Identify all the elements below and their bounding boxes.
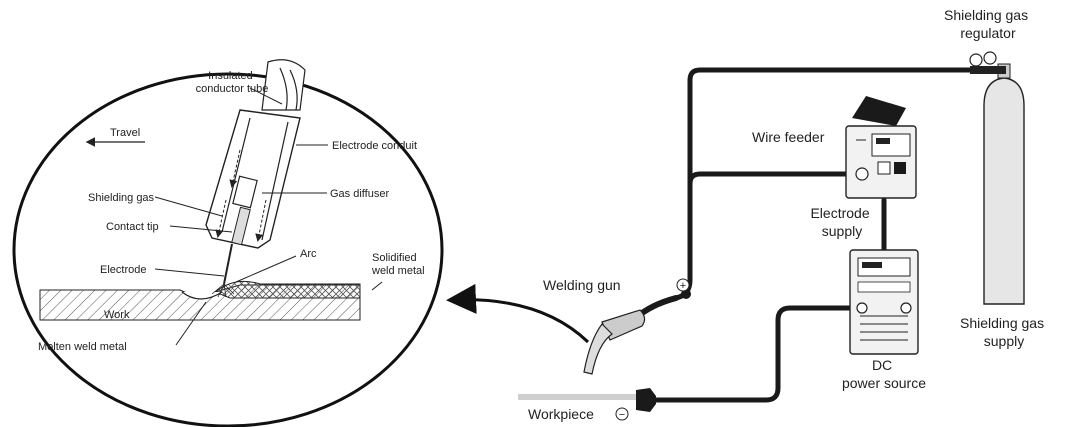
gas-diffuser-part	[232, 175, 258, 209]
label-wire-feeder: Wire feeder	[752, 129, 825, 145]
label-insulated-conductor-tube: Insulated conductor tube	[196, 70, 269, 95]
label-shielding-gas-supply: Shielding gas supply	[960, 315, 1048, 349]
ground-cable	[649, 305, 861, 403]
gas-hose	[673, 67, 978, 301]
positive-polarity-symbol: +	[676, 278, 690, 292]
arc-sparks	[211, 283, 235, 298]
label-electrode-supply: Electrode supply	[810, 205, 873, 239]
workpiece	[518, 388, 656, 412]
label-solidified-weld-metal: Solidified weld metal	[371, 252, 425, 277]
label-contact-tip: Contact tip	[106, 221, 159, 233]
label-electrode-conduit: Electrode conduit	[332, 140, 417, 152]
gun-handle	[601, 309, 646, 341]
label-shielding-gas-regulator: Shielding gas regulator	[944, 7, 1032, 41]
detail-circle	[12, 72, 444, 427]
solidified-weld-bead	[214, 280, 361, 299]
negative-polarity-symbol: −	[615, 407, 629, 421]
label-molten-weld-metal: Molten weld metal	[38, 341, 127, 353]
cylinder-body	[983, 77, 1025, 305]
gun-neck	[583, 323, 613, 375]
gas-regulator	[969, 51, 1006, 74]
label-electrode: Electrode	[100, 264, 146, 276]
wire-spool-cover	[852, 96, 906, 126]
ground-clamp	[636, 388, 656, 412]
leader-lines	[154, 87, 383, 346]
wire-feeder	[845, 96, 917, 199]
label-shielding-gas: Shielding gas	[88, 192, 155, 204]
feeder-cable	[687, 171, 855, 187]
gun-cross-section	[205, 59, 306, 298]
detail-pointer-arrow	[446, 283, 590, 344]
gas-cylinder	[983, 63, 1025, 305]
power-source	[849, 249, 919, 355]
label-gas-diffuser: Gas diffuser	[330, 188, 389, 200]
gas-flow-arrows	[215, 149, 267, 242]
cables	[649, 67, 978, 403]
contact-tip-part	[231, 206, 251, 246]
label-dc-power-source: DC power source	[842, 357, 926, 391]
svg-text:+: +	[680, 280, 686, 292]
label-work: Work	[104, 309, 130, 321]
label-travel: Travel	[110, 127, 140, 139]
workpiece-plate	[518, 394, 640, 400]
welding-gun	[583, 289, 691, 375]
svg-text:−: −	[619, 409, 625, 421]
label-welding-gun: Welding gun	[543, 277, 621, 293]
label-arc: Arc	[300, 248, 317, 260]
electrode-wire	[223, 243, 233, 285]
detail-view: Insulated conductor tube Travel Electrod…	[12, 59, 444, 427]
conductor-tube	[261, 59, 306, 111]
label-workpiece: Workpiece	[528, 406, 594, 422]
